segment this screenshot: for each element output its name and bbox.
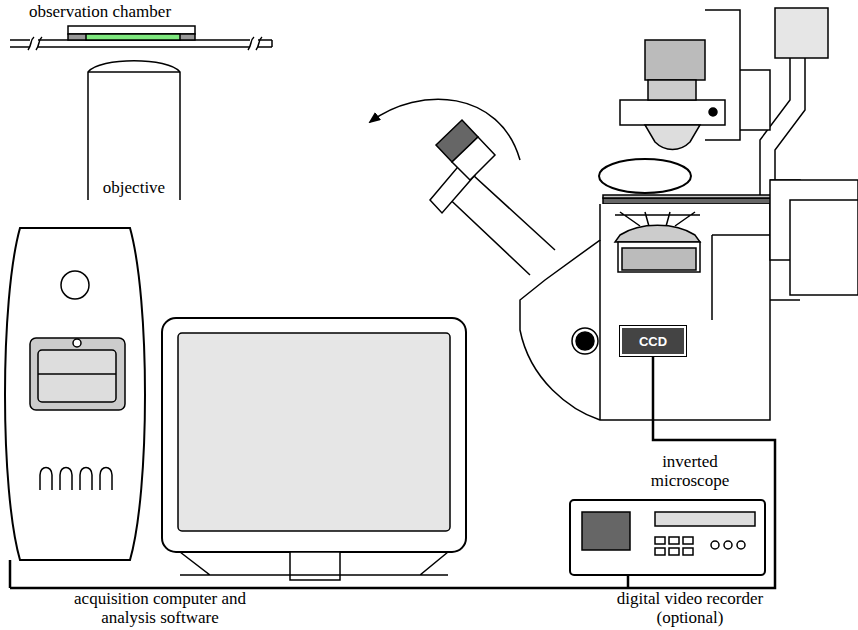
part-label: objective — [89, 178, 179, 197]
chamber-inset — [10, 26, 272, 200]
monitor — [162, 318, 466, 580]
video-recorder — [570, 500, 765, 575]
part-label: digital video recorder (optional) — [610, 589, 770, 627]
part-label: inverted microscope — [635, 452, 745, 490]
camera-box: CCD — [620, 326, 686, 356]
cable — [10, 356, 775, 588]
microscope — [430, 8, 858, 420]
chamber-highlight — [599, 159, 691, 193]
camera-label: CCD — [639, 334, 667, 349]
computer-tower — [5, 228, 145, 560]
part-label: acquisition computer and analysis softwa… — [70, 589, 250, 627]
part-label: observation chamber — [0, 2, 200, 21]
